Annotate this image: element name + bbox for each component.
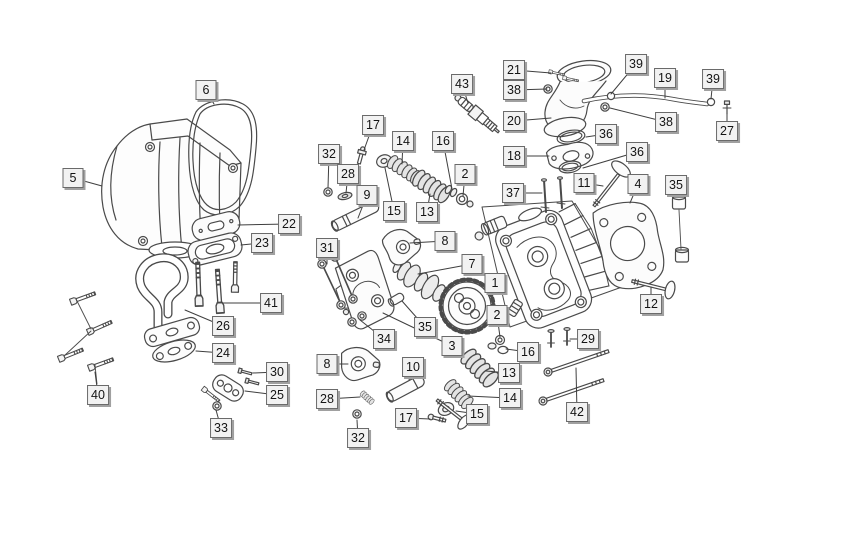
tappet-adjuster-screw-top (356, 146, 367, 165)
callout-42: 42 (566, 402, 588, 422)
callout-13: 13 (416, 202, 438, 222)
callout-8: 8 (316, 354, 338, 374)
callout-29: 29 (577, 329, 599, 349)
callout-20: 20 (503, 111, 525, 131)
breather-plate (187, 232, 243, 266)
callout-18: 18 (503, 146, 525, 166)
mounting-bolts (56, 289, 115, 385)
intake-manifold (543, 59, 612, 138)
callout-37: 37 (502, 183, 524, 203)
callout-19: 19 (654, 68, 676, 88)
callout-16: 16 (517, 342, 539, 362)
callout-36: 36 (595, 124, 617, 144)
callout-40: 40 (87, 385, 109, 405)
callout-5: 5 (62, 168, 84, 188)
callout-14: 14 (392, 131, 414, 151)
callout-13: 13 (498, 363, 520, 383)
callout-17: 17 (362, 115, 384, 135)
callout-1: 1 (484, 273, 506, 293)
callout-6: 6 (195, 80, 217, 100)
spark-plug-boss (507, 298, 523, 318)
cylinder-head (495, 202, 610, 329)
callout-28: 28 (337, 164, 359, 184)
callout-15: 15 (383, 201, 405, 221)
callout-22: 22 (278, 214, 300, 234)
callout-14: 14 (499, 388, 521, 408)
callout-2: 2 (486, 305, 508, 325)
callout-32: 32 (347, 428, 369, 448)
callout-28: 28 (316, 389, 338, 409)
washer-top (337, 191, 353, 201)
callout-12: 12 (640, 294, 662, 314)
tube-o-ring (606, 91, 616, 101)
exhaust-gasket (152, 339, 196, 363)
callout-8: 8 (434, 231, 456, 251)
callout-10: 10 (402, 357, 424, 377)
callout-16: 16 (432, 131, 454, 151)
manifold-insulator (545, 141, 594, 170)
callout-2: 2 (454, 164, 476, 184)
camshaft-holder (334, 249, 395, 330)
rocker-shaft-top (330, 201, 380, 232)
cam-sprocket (438, 277, 496, 335)
head-studs (540, 176, 566, 213)
callout-33: 33 (210, 418, 232, 438)
callout-3: 3 (441, 336, 463, 356)
short-studs (547, 327, 571, 348)
callout-7: 7 (461, 254, 483, 274)
callout-25: 25 (266, 385, 288, 405)
callout-36: 36 (626, 142, 648, 162)
long-head-bolts (538, 349, 610, 406)
callout-31: 31 (316, 238, 338, 258)
callout-9: 9 (356, 185, 378, 205)
stud-plate (200, 367, 260, 411)
callout-23: 23 (251, 233, 273, 253)
callout-35: 35 (414, 317, 436, 337)
valve-cotters-top (444, 184, 458, 198)
holder-studs-nuts (317, 252, 367, 327)
valve-stem-seal-top (455, 192, 474, 208)
side-cover-plate (592, 201, 665, 290)
breather-tube (581, 91, 732, 115)
callout-17: 17 (395, 408, 417, 428)
callout-39: 39 (702, 69, 724, 89)
studs (237, 367, 253, 376)
callout-43: 43 (451, 74, 473, 94)
callout-32: 32 (318, 144, 340, 164)
callout-4: 4 (627, 174, 649, 194)
valve-cover-gasket (188, 99, 258, 216)
dowel-bushings (671, 193, 690, 263)
tube-screw (722, 100, 732, 115)
rocker-arm-bottom (340, 346, 381, 382)
callout-34: 34 (373, 329, 395, 349)
spark-plug-sleeve (474, 215, 508, 241)
callout-41: 41 (260, 293, 282, 313)
callout-35: 35 (665, 175, 687, 195)
camshaft (392, 260, 496, 335)
callout-11: 11 (573, 173, 595, 193)
exhaust-valve (631, 278, 676, 300)
callout-15: 15 (466, 404, 488, 424)
callout-24: 24 (212, 343, 234, 363)
callout-21: 21 (503, 60, 525, 80)
callout-27: 27 (716, 121, 738, 141)
dowel-pin (387, 292, 405, 307)
callout-30: 30 (266, 362, 288, 382)
manifold-o-ring-lower (558, 160, 582, 174)
pipe-bracket (135, 253, 201, 348)
spark-plug (454, 94, 500, 134)
callout-26: 26 (212, 316, 234, 336)
rocker-shaft-bottom (385, 375, 425, 403)
tappet-adjuster-screw-bottom (427, 413, 447, 423)
callout-38: 38 (655, 112, 677, 132)
callout-38: 38 (503, 80, 525, 100)
callout-39: 39 (625, 54, 647, 74)
